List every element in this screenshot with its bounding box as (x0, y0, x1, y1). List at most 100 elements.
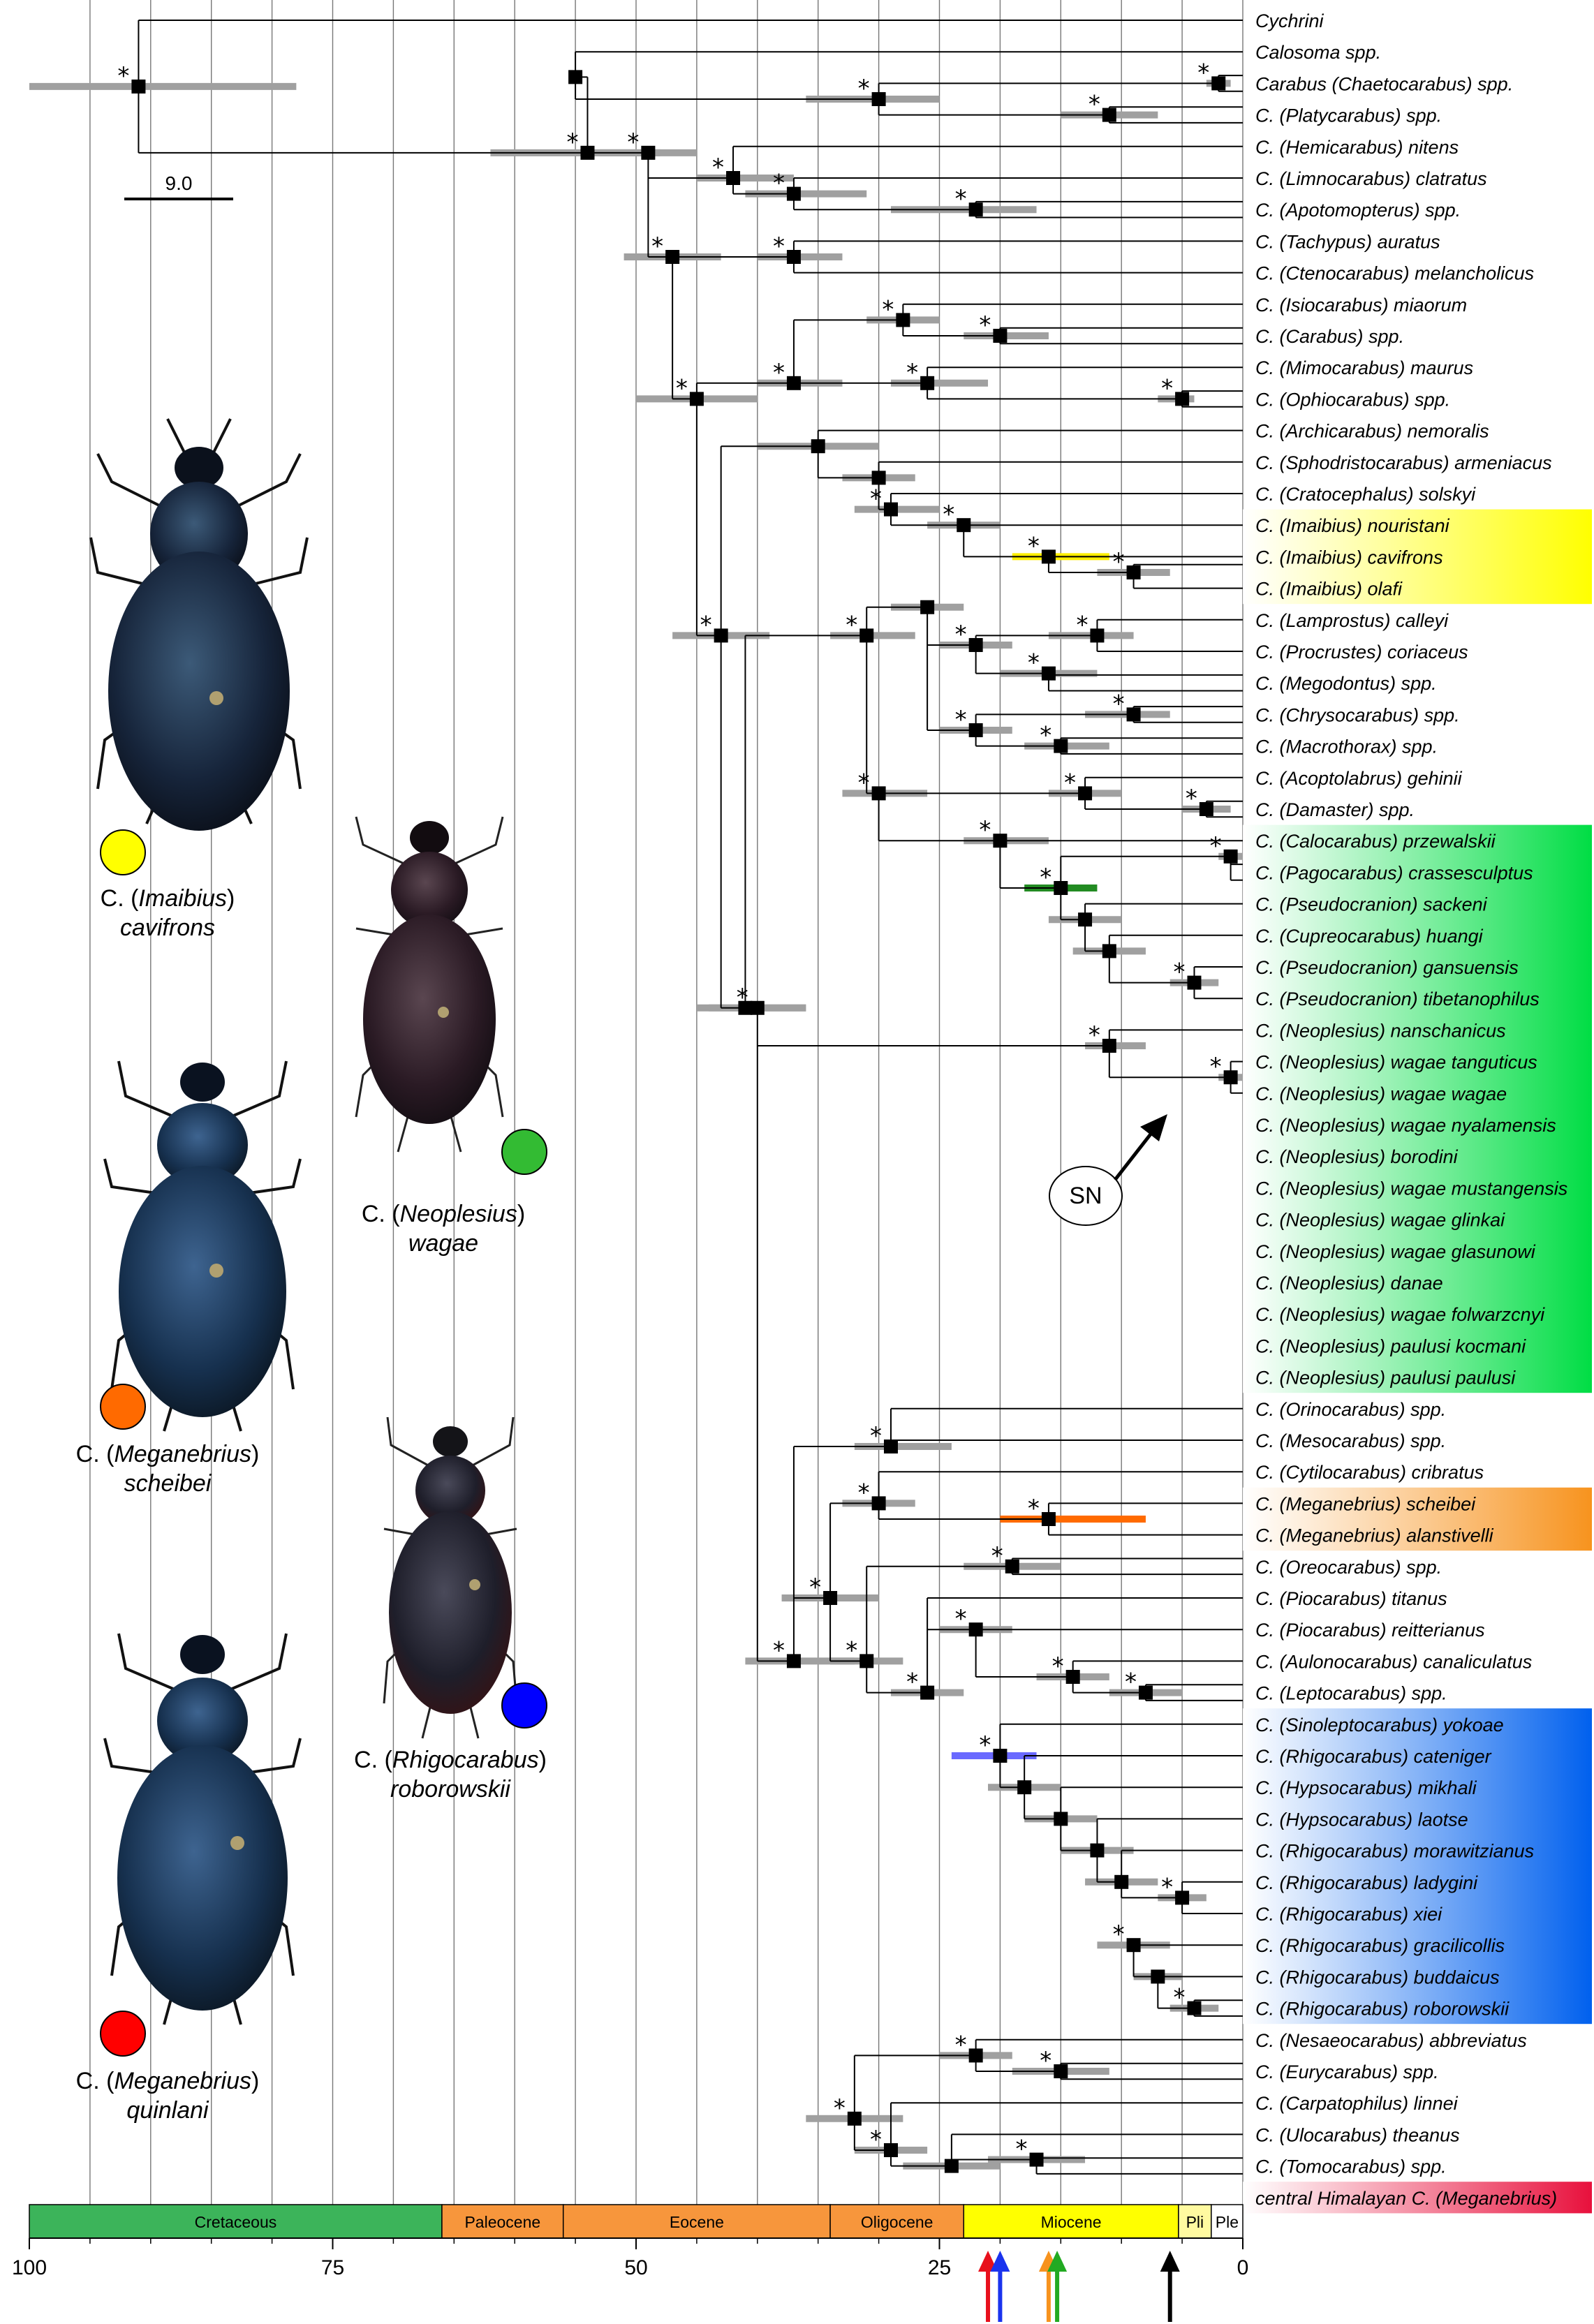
node-marker (883, 2143, 898, 2157)
node-marker (1090, 628, 1105, 643)
support-star: * (870, 1422, 882, 1450)
node-marker (1223, 849, 1238, 864)
event-arrow-head (1160, 2251, 1180, 2272)
tip-label: C. (Isiocarabus) miaorum (1255, 295, 1467, 316)
node-marker (1078, 912, 1093, 927)
sn-label: SN (1069, 1183, 1102, 1209)
caption-close: ) (227, 885, 235, 912)
support-star: * (566, 128, 578, 156)
tip-label: C. (Cratocephalus) solskyi (1255, 484, 1476, 505)
support-star: * (979, 311, 991, 339)
tip-label: C. (Neoplesius) paulusi kocmani (1255, 1335, 1526, 1356)
node-marker (1054, 881, 1068, 895)
node-marker (968, 723, 983, 737)
node-marker (1054, 739, 1068, 753)
clade-highlight-box (1243, 509, 1592, 605)
support-star: * (870, 2126, 882, 2154)
tip-label: C. (Limnocarabus) clatratus (1255, 168, 1487, 189)
support-star: * (1113, 1920, 1125, 1948)
node-marker (1175, 1890, 1190, 1905)
tip-label: C. (Mimocarabus) maurus (1255, 357, 1473, 378)
node-marker (883, 502, 898, 517)
tip-label: C. (Rhigocarabus) ladygini (1255, 1872, 1478, 1893)
tip-label: C. (Piocarabus) reitterianus (1255, 1620, 1485, 1641)
node-marker (1175, 392, 1190, 406)
tip-label: C. (Procrustes) coriaceus (1255, 642, 1468, 663)
support-star: * (1040, 864, 1051, 891)
tip-label: C. (Neoplesius) wagae nyalamensis (1255, 1115, 1556, 1136)
node-marker (1102, 108, 1116, 122)
color-dot-meganebrius-quinlani (100, 2011, 146, 2057)
tip-label: C. (Neoplesius) wagae glinkai (1255, 1210, 1505, 1231)
support-star: * (1076, 611, 1088, 639)
tip-label: C. (Rhigocarabus) cateniger (1255, 1746, 1492, 1767)
tip-label: C. (Neoplesius) borodini (1255, 1146, 1459, 1167)
node-marker (1126, 565, 1141, 579)
tip-label: C. (Pseudocranion) gansuensis (1255, 957, 1519, 978)
axis-tick-label: 75 (321, 2256, 344, 2279)
axis-tick-label: 100 (12, 2256, 47, 2279)
node-marker (847, 2111, 862, 2126)
caption-species: cavifrons (119, 915, 216, 941)
tip-label: C. (Sinoleptocarabus) yokoae (1255, 1715, 1504, 1735)
event-arrows (978, 2251, 1180, 2322)
support-star: * (1040, 722, 1051, 750)
clade-highlight-box (1243, 1708, 1592, 2025)
support-star: * (870, 485, 882, 513)
photo-caption-imaibius: C. (Imaibius) cavifrons (42, 884, 293, 942)
node-marker (131, 79, 146, 94)
node-marker (871, 1496, 886, 1511)
node-marker (1065, 1670, 1080, 1684)
beetle-photo-rhigocarabus (383, 1416, 518, 1739)
tip-label: C. (Macrothorax) spp. (1255, 737, 1438, 757)
node-marker (993, 1749, 1008, 1763)
tip-label: C. (Pseudocranion) sackeni (1255, 894, 1488, 915)
node-marker (665, 250, 680, 264)
tip-label: C. (Neoplesius) wagae wagae (1255, 1083, 1507, 1104)
caption-subgenus: Neoplesius (399, 1201, 517, 1227)
period-band (1211, 2204, 1244, 2239)
period-band (441, 2204, 564, 2239)
tip-label: C. (Neoplesius) wagae mustangensis (1255, 1178, 1567, 1199)
support-star: * (1161, 1873, 1173, 1901)
tip-label: C. (Hypsocarabus) mikhali (1255, 1777, 1477, 1798)
period-label: Oligocene (861, 2213, 933, 2231)
support-star: * (1089, 91, 1100, 119)
tip-label: C. (Orinocarabus) spp. (1255, 1399, 1446, 1420)
support-star: * (809, 1574, 821, 1601)
node-marker (1102, 1039, 1116, 1053)
node-marker (993, 329, 1008, 343)
tip-label: C. (Pseudocranion) tibetanophilus (1255, 989, 1540, 1009)
tip-label: C. (Sphodristocarabus) armeniacus (1255, 452, 1552, 473)
node-marker (738, 1000, 753, 1015)
node-marker (726, 171, 741, 185)
tip-label: C. (Archicarabus) nemoralis (1255, 421, 1489, 442)
support-star: * (991, 1542, 1003, 1570)
tip-label: C. (Leptocarabus) spp. (1255, 1683, 1447, 1704)
support-star: * (1113, 548, 1125, 576)
tip-label: C. (Hemicarabus) nitens (1255, 137, 1459, 158)
caption-genus: C. ( (75, 2068, 115, 2094)
scale-bar: 9.0 (124, 172, 233, 200)
period-label: Ple (1216, 2213, 1239, 2231)
period-label: Cretaceous (195, 2213, 277, 2231)
tip-label: C. (Tomocarabus) spp. (1255, 2156, 1447, 2177)
tip-label: C. (Meganebrius) alanstivelli (1255, 1525, 1494, 1546)
node-marker (786, 376, 801, 390)
node-marker (786, 1654, 801, 1668)
node-marker (1138, 1685, 1153, 1700)
beetle-photo-meganebrius-scheibei (103, 1060, 302, 1432)
node-marker (1054, 2064, 1068, 2078)
photo-caption-meganebrius-scheibei: C. (Meganebrius) scheibei (42, 1439, 293, 1498)
clade-highlight-box (1243, 1487, 1592, 1551)
period-band (29, 2204, 443, 2239)
tip-label: C. (Nesaeocarabus) abbreviatus (1255, 2030, 1527, 2051)
tip-label: central Himalayan C. (Meganebrius) (1255, 2188, 1557, 2209)
tip-label: C. (Oreocarabus) spp. (1255, 1557, 1442, 1578)
caption-close: ) (517, 1201, 526, 1227)
support-star: * (737, 984, 748, 1012)
node-marker (1114, 1874, 1129, 1889)
node-marker (1029, 2152, 1044, 2167)
caption-genus: C. ( (100, 885, 139, 912)
